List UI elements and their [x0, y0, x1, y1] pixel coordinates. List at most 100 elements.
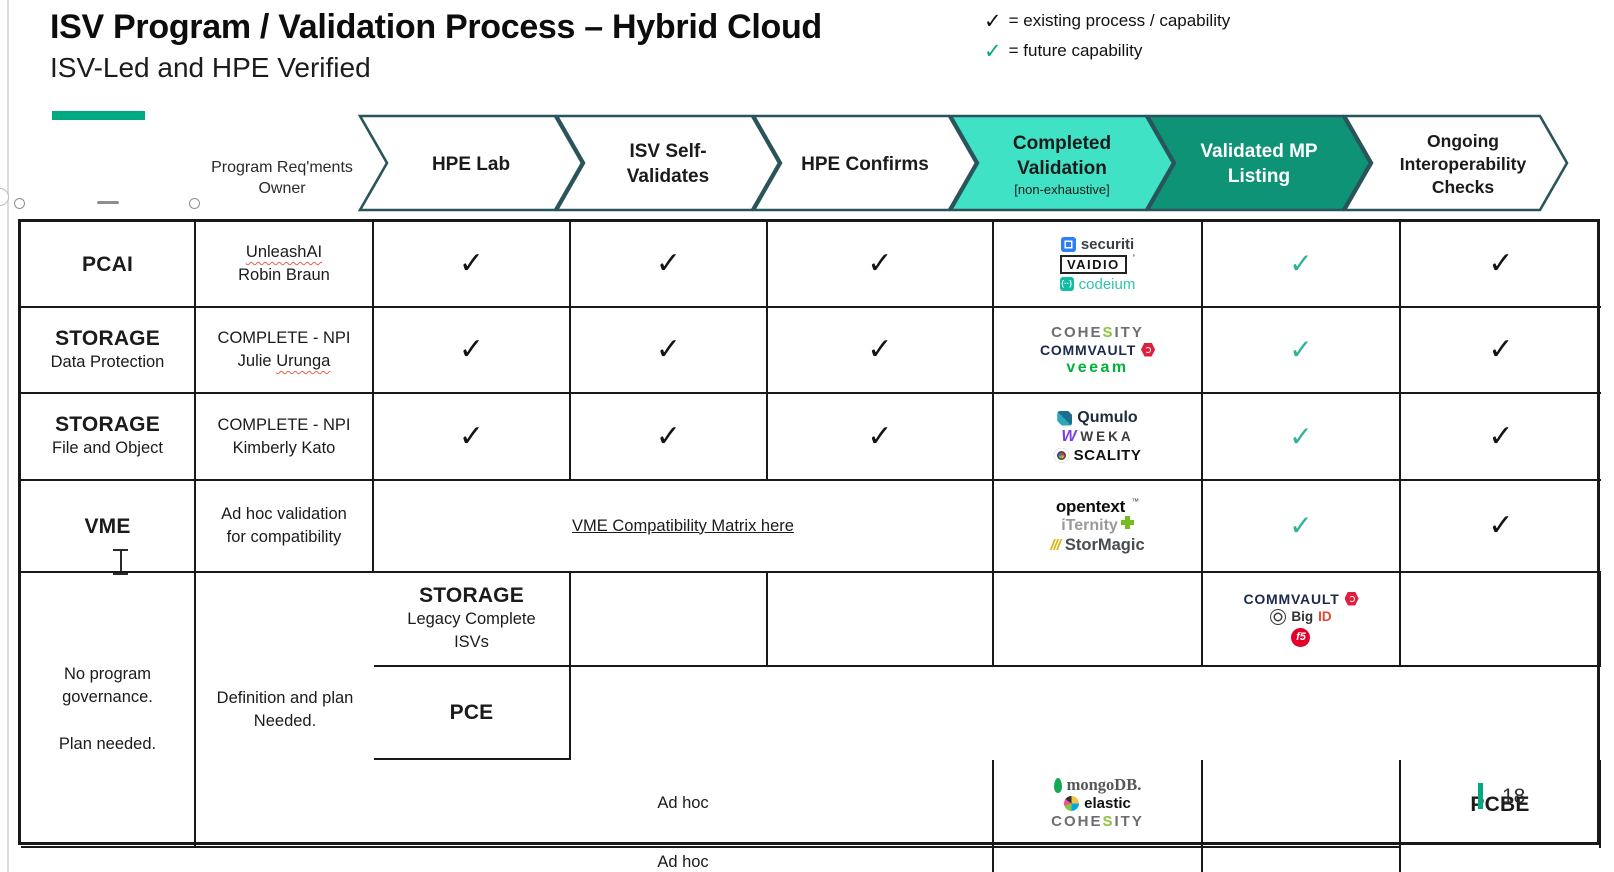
stormagic-icon: ///: [1050, 537, 1060, 554]
accent-bar: [52, 111, 145, 120]
row-storage-dp-isv-check: ✓: [571, 308, 768, 394]
selection-handle-dash[interactable]: [97, 201, 119, 204]
chevron-validated-mp-listing: [1145, 114, 1372, 212]
vme-compatibility-matrix-link[interactable]: VME Compatibility Matrix here: [572, 516, 794, 535]
chevron-label-completed-validation: Completed Validation [non-exhaustive]: [1012, 132, 1112, 197]
row-pcbe-validation-empty: [994, 848, 1203, 872]
row-pcai-confirms-check: ✓: [768, 222, 994, 308]
row-pce-mp-empty: [1203, 760, 1401, 848]
row-storage-fo-isv-check: ✓: [571, 394, 768, 481]
chevron-label-hpe-confirms: HPE Confirms: [801, 153, 929, 175]
chevron-hpe-confirms: [751, 114, 978, 212]
row-vme-mp-check: ✓: [1203, 481, 1401, 573]
selection-handle-left[interactable]: [14, 198, 25, 209]
legend-future: ✓ = future capability: [984, 36, 1230, 66]
weka-icon: W: [1061, 428, 1076, 445]
row-storage-dp-ongoing-check: ✓: [1401, 308, 1601, 394]
commvault-icon: [1344, 591, 1359, 606]
logo-f5: f5: [1291, 627, 1311, 647]
row-pcai-category: PCAI: [21, 222, 196, 308]
row-vme-ongoing-check: ✓: [1401, 481, 1601, 573]
row-pcai-hpe-lab-check: ✓: [374, 222, 571, 308]
page-number-accent: [1478, 783, 1483, 809]
logo-iternity: iTernity: [1061, 515, 1134, 534]
definition-plan-cell: Definition and plan Needed.: [196, 573, 374, 848]
row-storage-dp-mp-check: ✓: [1203, 308, 1401, 394]
row-storage-legacy-isv-empty: [768, 573, 994, 667]
commvault-icon: [1141, 342, 1156, 357]
row-pcbe-mp-empty: [1203, 848, 1401, 872]
black-check-icon: ✓: [984, 9, 1002, 33]
row-storage-dp-category: STORAGE Data Protection: [21, 308, 196, 394]
row-pcai-mp-check: ✓: [1203, 222, 1401, 308]
process-chevrons: [358, 114, 1569, 212]
chevron-ongoing-interop: [1342, 114, 1569, 212]
row-storage-fo-category: STORAGE File and Object: [21, 394, 196, 481]
legend-existing: ✓ = existing process / capability: [984, 6, 1230, 36]
chevron-hpe-lab: [358, 114, 584, 212]
scality-icon: [1053, 448, 1069, 463]
logo-elastic: elastic: [1064, 796, 1131, 812]
row-storage-fo-ongoing-check: ✓: [1401, 394, 1601, 481]
logo-commvault: COMMVAULT: [1243, 591, 1359, 606]
row-pcai-isv-check: ✓: [571, 222, 768, 308]
no-governance-cell: No program governance. Plan needed.: [21, 573, 196, 848]
legend-future-label: = future capability: [1008, 41, 1143, 60]
row-pce-category: PCE: [374, 667, 571, 760]
row-pcbe-adhoc-cell: Ad hoc: [374, 848, 994, 872]
page-subtitle: ISV-Led and HPE Verified: [50, 52, 371, 83]
logo-securiti: securiti: [1060, 236, 1134, 252]
row-storage-fo-confirms-check: ✓: [768, 394, 994, 481]
row-storage-legacy-confirms-empty: [994, 573, 1203, 667]
securiti-icon: [1060, 236, 1076, 252]
logo-stormagic: ///StorMagic: [1050, 536, 1145, 555]
elastic-icon: [1064, 796, 1080, 812]
qumulo-icon: [1057, 410, 1073, 426]
row-storage-fo-hpe-lab-check: ✓: [374, 394, 571, 481]
mongodb-leaf-icon: [1053, 777, 1062, 793]
legend: ✓ = existing process / capability ✓ = fu…: [984, 6, 1230, 66]
row-storage-legacy-mp-empty: [1401, 573, 1601, 667]
codeium-icon: (··): [1059, 277, 1074, 291]
logo-cohesity: COHESITY: [1051, 813, 1144, 831]
chevron-label-isv-self-validates: ISV Self- Validates: [626, 141, 710, 187]
bigid-icon: [1270, 608, 1287, 625]
slide-edge-line: [7, 0, 9, 872]
chevron-label-validated-mp-listing: Validated MP Listing: [1200, 141, 1318, 187]
row-vme-compat-matrix-cell: VME Compatibility Matrix here: [374, 481, 994, 573]
f5-icon: f5: [1291, 627, 1311, 647]
row-storage-dp-confirms-check: ✓: [768, 308, 994, 394]
text-cursor-ibeam: [113, 549, 128, 575]
logo-codeium: (··)codeium: [1059, 275, 1136, 293]
row-pce-adhoc-cell: Ad hoc: [374, 760, 994, 848]
row-storage-legacy-category: STORAGE Legacy Complete ISVs: [374, 573, 571, 667]
logo-veeam: veeam: [1066, 358, 1129, 376]
logo-scality: SCALITY: [1053, 448, 1142, 463]
row-storage-dp-hpe-lab-check: ✓: [374, 308, 571, 394]
row-storage-legacy-hpe-lab-empty: [571, 573, 768, 667]
selection-handle-right[interactable]: [189, 198, 200, 209]
iternity-icon: [1120, 515, 1134, 529]
chevron-label-hpe-lab: HPE Lab: [431, 153, 511, 175]
logo-mongodb: mongoDB.: [1053, 776, 1141, 794]
logo-commvault: COMMVAULT: [1040, 342, 1156, 357]
chevron-label-ongoing-interop: Ongoing Interoperability Checks: [1399, 130, 1527, 197]
chevron-completed-validation: [948, 114, 1175, 212]
row-vme-category: VME: [21, 481, 196, 573]
page-number: 18: [1502, 785, 1526, 808]
logo-qumulo: Qumulo: [1057, 410, 1138, 426]
